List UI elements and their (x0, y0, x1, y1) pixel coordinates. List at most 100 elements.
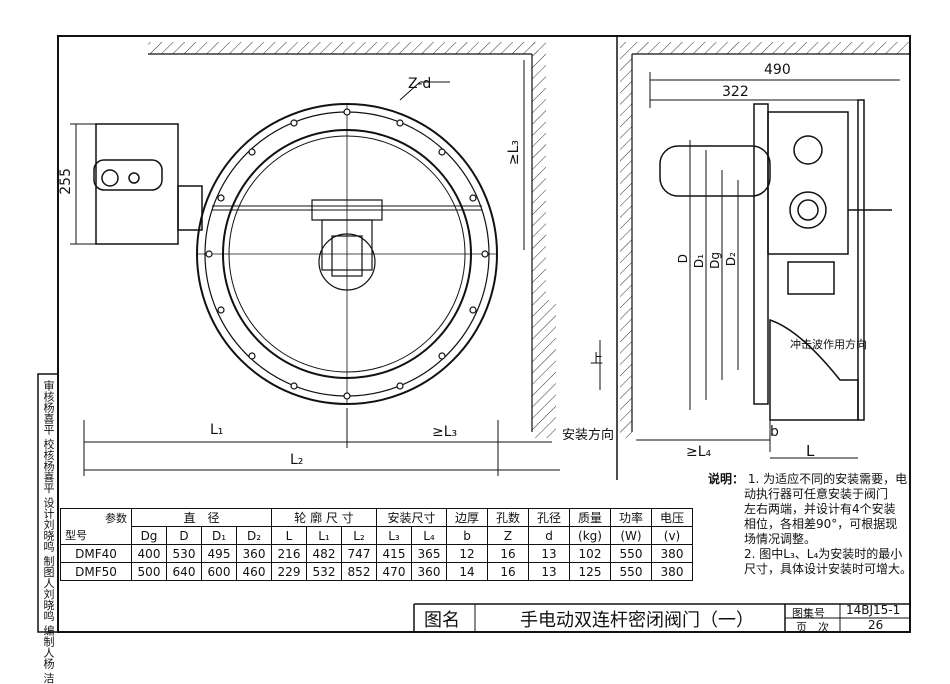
cell: 495 (201, 544, 237, 563)
subheader: D (166, 526, 202, 545)
table-row: DMF40 400 530 495 360 216 482 747 415 36… (60, 544, 693, 563)
front-wall (148, 42, 556, 438)
group-voltage: 电压 (651, 508, 693, 527)
actuator-front (93, 123, 203, 245)
bolt-holes (205, 108, 489, 400)
label-d2: D₂ (724, 252, 738, 267)
cell: 12 (446, 544, 488, 563)
label-l3-bottom: ≥L₃ (432, 424, 458, 440)
subheader: (W) (610, 526, 652, 545)
row-model: DMF50 (60, 562, 132, 581)
outer-border (57, 35, 911, 633)
group-mass: 质量 (569, 508, 611, 527)
side-wall (620, 42, 910, 438)
dim-255: 255 (58, 168, 74, 195)
drawing-title: 手电动双连杆密闭阀门（一） (520, 610, 754, 631)
group-hole-dia: 孔径 (528, 508, 570, 527)
group-power: 功率 (610, 508, 652, 527)
note-line: 动执行器可任意安装于阀门 (744, 487, 889, 501)
cell: 216 (271, 544, 307, 563)
subheader: L₄ (411, 526, 447, 545)
cell: 14 (446, 562, 488, 581)
title-block-lines (413, 603, 910, 632)
group-holes: 孔数 (487, 508, 529, 527)
header-param: 参数 (105, 512, 127, 525)
cell: 470 (376, 562, 412, 581)
cell: 16 (487, 562, 529, 581)
cell: 550 (610, 562, 652, 581)
table-subheader-row: Dg D D₁ D₂ L L₁ L₂ L₃ L₄ b Z d (kg) (W) … (61, 526, 693, 545)
label-l1: L₁ (210, 422, 224, 438)
note-line: 左右两端，并设计有4个安装 (744, 502, 896, 516)
group-diameter: 直 径 (131, 508, 272, 527)
cell: 747 (341, 544, 377, 563)
notes: 说明： 1. 为适应不同的安装需要，电 动执行器可任意安装于阀门 左右两端，并设… (708, 472, 913, 577)
label-up: 上 (590, 352, 604, 367)
subheader: D₁ (201, 526, 237, 545)
cell: 415 (376, 544, 412, 563)
table-header-row: 参数 型号 直 径 轮 廓 尺 寸 安装尺寸 边厚 孔数 孔径 质量 功率 电压 (60, 508, 693, 545)
label-install-dir: 安装方向 (562, 428, 615, 443)
valve-side (659, 99, 892, 421)
subheader: (v) (651, 526, 693, 545)
cell: 852 (341, 562, 377, 581)
subheader: (kg) (569, 526, 611, 545)
side-dimensions (599, 72, 900, 459)
label-l4: ≥L₄ (686, 444, 712, 460)
cell: 13 (528, 562, 570, 581)
row-model: DMF40 (60, 544, 132, 563)
subheader: Dg (131, 526, 167, 545)
signature-strip (37, 373, 59, 633)
subheader: b (446, 526, 488, 545)
group-outline: 轮 廓 尺 寸 (271, 508, 377, 527)
title-name-label: 图名 (424, 610, 460, 631)
cell: 640 (166, 562, 202, 581)
table-row: DMF50 500 640 600 460 229 532 852 470 36… (60, 562, 693, 581)
header-cell-diagonal: 参数 型号 (60, 508, 132, 545)
cell: 600 (201, 562, 237, 581)
label-b: b (770, 424, 779, 440)
label-l2: L₂ (290, 452, 304, 468)
notes-title: 说明： (708, 472, 745, 486)
note-line: 尺寸，具体设计安装时可增大。 (744, 562, 913, 576)
atlas-no: 14BJ15-1 (846, 603, 901, 617)
dim-322: 322 (722, 84, 749, 100)
subheader: L₃ (376, 526, 412, 545)
cell: 482 (306, 544, 342, 563)
subheader: Z (487, 526, 529, 545)
cell: 530 (166, 544, 202, 563)
subheader: d (528, 526, 570, 545)
atlas-label: 图集号 (792, 607, 825, 620)
dim-490: 490 (764, 62, 791, 78)
subheader: D₂ (236, 526, 272, 545)
label-zd: Z-d (408, 76, 432, 92)
front-dimensions (70, 60, 560, 476)
cell: 550 (610, 544, 652, 563)
note-line: 场情况调整。 (744, 532, 817, 546)
label-dg: Dg (708, 252, 722, 269)
page-no: 26 (868, 618, 884, 632)
note-line: 2. 图中L₃、L₄为安装时的最小 (744, 547, 903, 561)
header-model: 型号 (65, 529, 87, 542)
label-l3-side: ≥L₃ (506, 140, 522, 166)
page-label: 页 次 (796, 621, 829, 634)
cell: 400 (131, 544, 167, 563)
signature-text: 审核杨喜平 校核杨喜平 设计刘晓鸣 制图人刘晓鸣 编制人杨 洁 (42, 380, 55, 684)
subheader: L₂ (341, 526, 377, 545)
cell: 532 (306, 562, 342, 581)
group-install: 安装尺寸 (376, 508, 447, 527)
cell: 13 (528, 544, 570, 563)
cell: 16 (487, 544, 529, 563)
cell: 102 (569, 544, 611, 563)
note-line: 1. 为适应不同的安装需要，电 (747, 472, 908, 486)
cell: 360 (411, 562, 447, 581)
cell: 380 (651, 562, 693, 581)
cell: 500 (131, 562, 167, 581)
cell: 365 (411, 544, 447, 563)
subheader: L (271, 526, 307, 545)
label-shock-dir: 冲击波作用方向 (790, 338, 867, 351)
label-l: L (806, 442, 815, 460)
cell: 380 (651, 544, 693, 563)
subheader: L₁ (306, 526, 342, 545)
